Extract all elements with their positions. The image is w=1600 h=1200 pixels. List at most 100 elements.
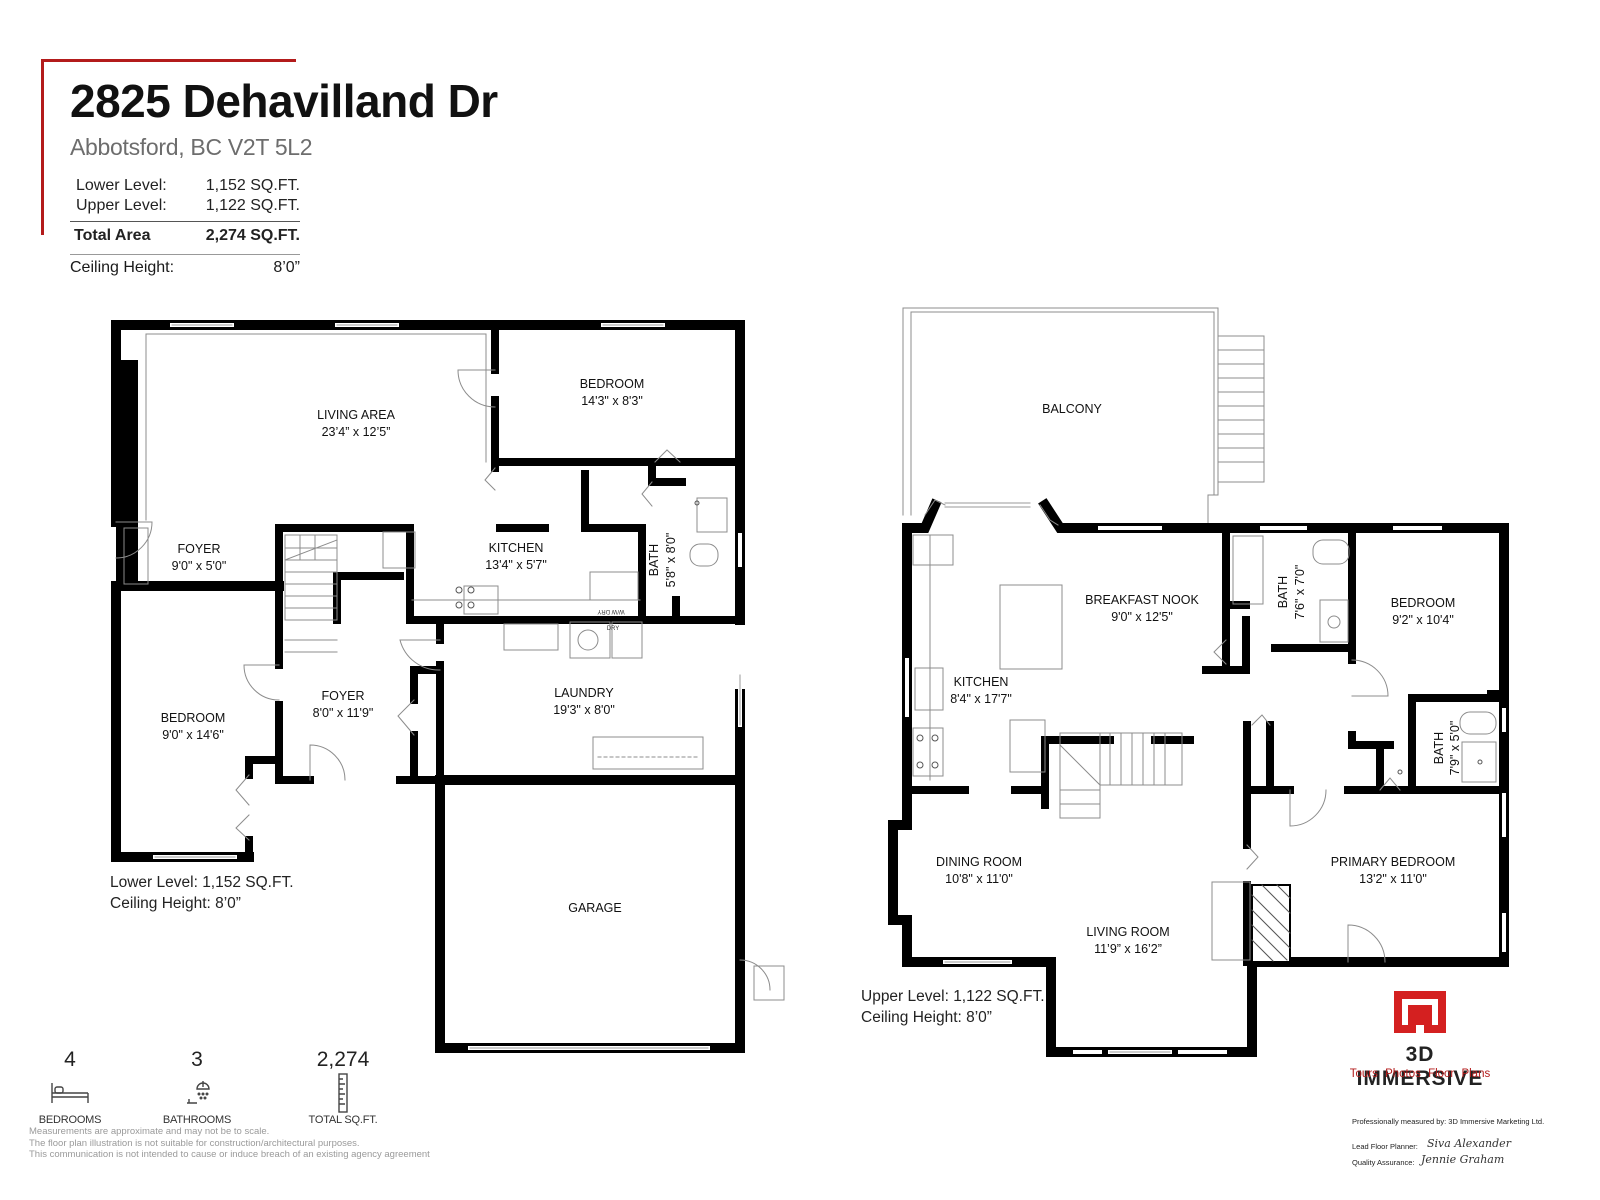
- shower-icon: [142, 1076, 252, 1110]
- room-name-foyer-entry: FOYER: [321, 689, 364, 703]
- room-dim-bedroom-upper: 14'3" x 8'3": [581, 394, 643, 408]
- total-value: 2,274 SQ.FT.: [205, 227, 300, 244]
- ceiling-height-row: Ceiling Height: 8’0”: [70, 254, 300, 277]
- area-row-total: Total Area 2,274 SQ.FT.: [70, 221, 300, 249]
- upper-level-area: Upper Level: 1,122 SQ.FT.: [861, 988, 1045, 1005]
- upper-stairs: [1059, 732, 1183, 819]
- area-row-lower: Lower Level: 1,152 SQ.FT.: [70, 176, 300, 196]
- upper-balcony: [902, 307, 1265, 526]
- ceiling-value: 8’0”: [273, 259, 300, 276]
- stat-bedrooms: 4 BEDROOMS: [15, 1048, 125, 1126]
- lower-level-plan: [111, 320, 785, 1053]
- room-dim-breakfast-nook: 9'0" x 12'5": [1111, 610, 1173, 624]
- total-label: Total Area: [74, 227, 151, 244]
- room-name-bedroom-upper: BEDROOM: [580, 377, 645, 391]
- room-name-balcony: BALCONY: [1042, 402, 1102, 416]
- lower-level-area: Lower Level: 1,152 SQ.FT.: [110, 874, 294, 891]
- room-name-bedroom-upper: BEDROOM: [1391, 596, 1456, 610]
- qa-signature: Jennie Graham: [1421, 1153, 1505, 1166]
- disclaimer: Measurements are approximate and may not…: [29, 1126, 430, 1161]
- room-name-kitchen-lower: KITCHEN: [489, 541, 544, 555]
- stat-label: BEDROOMS: [38, 1114, 102, 1126]
- lower-stairs: [284, 534, 338, 653]
- brand-tagline: Tours Photos Floor Plans: [1349, 1068, 1491, 1080]
- room-name-breakfast-nook: BREAKFAST NOOK: [1085, 593, 1199, 607]
- accent-bar-vertical: [41, 59, 44, 235]
- stat-value: 3: [191, 1048, 203, 1071]
- upper-stove: [916, 734, 1483, 775]
- lower-doors: [115, 369, 771, 991]
- room-name-bath-lower: BATH: [647, 544, 661, 576]
- planner-signature: Siva Alexander: [1427, 1137, 1511, 1150]
- property-address: 2825 Dehavilland Dr: [70, 75, 498, 127]
- room-name-primary-bedroom: PRIMARY BEDROOM: [1331, 855, 1456, 869]
- upper-fireplace: [1251, 884, 1291, 963]
- qa-label: Quality Assurance:: [1352, 1158, 1415, 1167]
- room-dim-foyer-entry: 8'0" x 11'9": [313, 706, 374, 720]
- brand-logo-icon: [1394, 991, 1446, 1033]
- label-washer-dryer: W/W DRY: [597, 608, 624, 614]
- upper-level-plan: [888, 307, 1509, 1057]
- area-row-upper: Upper Level: 1,122 SQ.FT.: [70, 196, 300, 216]
- room-dim-kitchen-lower: 13'4" x 5'7": [485, 558, 547, 572]
- lower-level-ceiling: Ceiling Height: 8’0”: [110, 895, 241, 912]
- measured-by: Professionally measured by: 3D Immersive…: [1352, 1117, 1545, 1126]
- room-dim-bath-lower: 5'8" x 8'0": [664, 533, 678, 588]
- disclaimer-line: Measurements are approximate and may not…: [29, 1126, 270, 1137]
- ceiling-label: Ceiling Height:: [70, 259, 175, 276]
- room-name-kitchen-upper: KITCHEN: [954, 675, 1009, 689]
- lower-level-note: Lower Level: 1,152 SQ.FT. Ceiling Height…: [110, 872, 294, 914]
- stat-value: 2,274: [316, 1048, 370, 1071]
- upper-fixture-lines: [912, 534, 1497, 961]
- planner-label: Lead Floor Planner:: [1352, 1142, 1418, 1151]
- upper-level-note: Upper Level: 1,122 SQ.FT. Ceiling Height…: [861, 986, 1045, 1028]
- upper-level-ceiling: Ceiling Height: 8’0”: [861, 1009, 992, 1026]
- room-name-laundry: LAUNDRY: [554, 686, 614, 700]
- lower-stove: [455, 500, 700, 609]
- room-name-foyer-front: FOYER: [177, 542, 220, 556]
- ruler-icon: [288, 1073, 398, 1113]
- room-name-dining-room: DINING ROOM: [936, 855, 1022, 869]
- room-name-bath-upper-main: BATH: [1276, 576, 1290, 608]
- disclaimer-line: The floor plan illustration is not suita…: [29, 1137, 360, 1149]
- area-value: 1,122 SQ.FT.: [205, 197, 300, 214]
- label-dryer: DRY: [607, 626, 620, 632]
- room-name-bath-ensuite: BATH: [1432, 732, 1446, 764]
- stat-bathrooms: 3 BATHROOMS: [142, 1048, 252, 1126]
- room-dim-bath-ensuite: 7'9" x 5'0": [1448, 721, 1462, 776]
- room-name-bedroom-lower: BEDROOM: [161, 711, 226, 725]
- room-dim-bedroom-lower: 9'0" x 14'6": [162, 728, 224, 742]
- upper-room-labels: BALCONY BREAKFAST NOOK 9'0" x 12'5" BATH…: [936, 402, 1462, 956]
- lower-interior-walls: [245, 321, 744, 861]
- accent-bar-horizontal: [41, 59, 296, 62]
- lower-outer-walls: [111, 320, 745, 1053]
- room-dim-living-area: 23’4” x 12’5”: [322, 425, 391, 439]
- room-dim-primary-bedroom: 13'2" x 11'0": [1359, 872, 1427, 886]
- room-dim-foyer-front: 9'0" x 5'0": [172, 559, 227, 573]
- stat-label: TOTAL SQ.FT.: [308, 1114, 378, 1126]
- room-name-living-room: LIVING ROOM: [1086, 925, 1169, 939]
- lower-window-lines: [154, 324, 741, 1049]
- area-label: Lower Level:: [76, 177, 167, 194]
- upper-fireplace-hatch: [1251, 884, 1291, 962]
- lower-fireplace: [116, 360, 138, 585]
- lower-room-labels: LIVING AREA 23’4” x 12’5” BEDROOM 14'3" …: [161, 377, 678, 915]
- stat-value: 4: [64, 1048, 76, 1071]
- upper-interior-walls: [909, 524, 1508, 966]
- room-dim-living-room: 11’9” x 16’2”: [1094, 942, 1162, 956]
- disclaimer-line: This communication is not intended to ca…: [29, 1149, 430, 1160]
- lower-windows: [153, 323, 742, 1050]
- bed-icon: [15, 1076, 125, 1110]
- room-dim-bath-upper-main: 7'6" x 7'0": [1293, 565, 1307, 620]
- lower-fixture-lines: [123, 333, 785, 1001]
- upper-window-lines: [944, 502, 1171, 1053]
- room-name-garage: GARAGE: [568, 901, 622, 915]
- room-name-living-area: LIVING AREA: [317, 408, 395, 422]
- stat-label: BATHROOMS: [162, 1114, 232, 1126]
- stat-total-sqft: 2,274 TOTAL SQ.FT.: [288, 1048, 398, 1126]
- room-dim-bedroom-upper: 9'2" x 10'4": [1392, 613, 1454, 627]
- area-summary: Lower Level: 1,152 SQ.FT. Upper Level: 1…: [70, 176, 300, 249]
- brand-name: 3D IMMERSIVE: [1356, 1043, 1484, 1090]
- room-dim-dining-room: 10'8" x 11'0": [945, 872, 1013, 886]
